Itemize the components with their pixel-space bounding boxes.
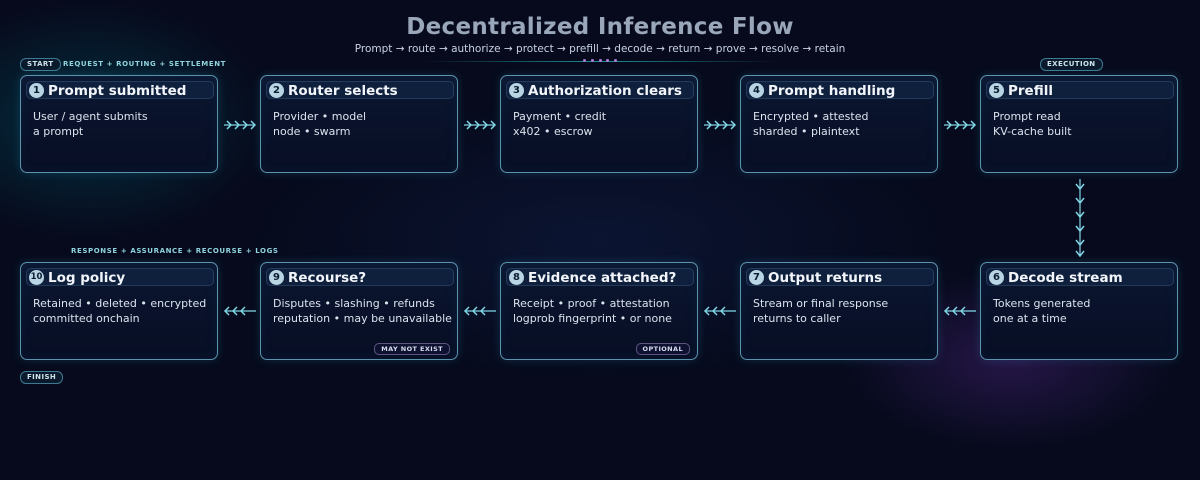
- arrow-right-icon: [944, 120, 977, 130]
- step-number-badge: 4: [749, 83, 764, 98]
- step-number-badge: 8: [509, 270, 524, 285]
- description-line: Receipt • proof • attestation: [513, 297, 670, 310]
- card-header: [266, 268, 454, 286]
- step-title: Prefill: [1008, 83, 1053, 99]
- description-line: committed onchain: [33, 312, 140, 325]
- page-subtitle: Prompt → route → authorize → protect → p…: [354, 43, 846, 55]
- arrow-left-icon: [223, 306, 256, 316]
- step-card-prefill: 5 Prefill Prompt read KV-cache built: [980, 75, 1178, 173]
- step-description: Tokens generated one at a time: [993, 296, 1173, 326]
- step-title: Evidence attached?: [528, 270, 677, 286]
- card-header: [26, 81, 214, 99]
- step-title: Prompt submitted: [48, 83, 187, 99]
- step-number-badge: 1: [29, 83, 44, 98]
- step-description: User / agent submits a prompt: [33, 109, 213, 139]
- description-line: Provider • model: [273, 110, 367, 123]
- description-line: one at a time: [993, 312, 1067, 325]
- description-line: a prompt: [33, 125, 84, 138]
- step-description: Provider • model node • swarm: [273, 109, 453, 139]
- step-card-decode-stream: 6 Decode stream Tokens generated one at …: [980, 262, 1178, 360]
- card-header: [986, 268, 1174, 286]
- step-number-badge: 3: [509, 83, 524, 98]
- card-header: [266, 81, 454, 99]
- step-title: Prompt handling: [768, 83, 896, 99]
- step-description: Disputes • slashing • refunds reputation…: [273, 296, 453, 326]
- step-title: Decode stream: [1008, 270, 1123, 286]
- finish-pill: FINISH: [20, 371, 64, 384]
- step-description: Retained • deleted • encrypted committed…: [33, 296, 213, 326]
- step-card-output-returns: 7 Output returns Stream or final respons…: [740, 262, 938, 360]
- step-card-prompt-handling: 4 Prompt handling Encrypted • attested s…: [740, 75, 938, 173]
- card-header: [746, 268, 934, 286]
- may-not-exist-tag: MAY NOT EXIST: [374, 343, 450, 355]
- step-description: Prompt read KV-cache built: [993, 109, 1173, 139]
- description-line: User / agent submits: [33, 110, 148, 123]
- optional-tag: OPTIONAL: [635, 343, 690, 355]
- arrow-right-icon: [224, 120, 257, 130]
- execution-pill: EXECUTION: [1040, 58, 1103, 71]
- step-description: Payment • credit x402 • escrow: [513, 109, 693, 139]
- step-number-badge: 9: [269, 270, 284, 285]
- step-card-log-policy: 10 Log policy Retained • deleted • encry…: [20, 262, 218, 360]
- step-title: Router selects: [288, 83, 398, 99]
- step-card-router-selects: 2 Router selects Provider • model node •…: [260, 75, 458, 173]
- card-header: [986, 81, 1174, 99]
- step-card-prompt-submitted: 1 Prompt submitted User / agent submits …: [20, 75, 218, 173]
- step-card-recourse: 9 Recourse? Disputes • slashing • refund…: [260, 262, 458, 360]
- card-header: [26, 268, 214, 286]
- step-number-badge: 2: [269, 83, 284, 98]
- title-dots: [583, 58, 617, 64]
- step-description: Stream or final response returns to call…: [753, 296, 933, 326]
- page-title: Decentralized Inference Flow: [406, 14, 794, 40]
- step-title: Output returns: [768, 270, 883, 286]
- arrow-right-icon: [464, 120, 497, 130]
- description-line: Payment • credit: [513, 110, 607, 123]
- start-pill: START: [20, 58, 61, 71]
- arrow-left-icon: [703, 306, 736, 316]
- arrow-down-icon: [1075, 179, 1085, 258]
- arrow-left-icon: [943, 306, 976, 316]
- description-line: Retained • deleted • encrypted: [33, 297, 207, 310]
- description-line: returns to caller: [753, 312, 841, 325]
- step-number-badge: 10: [29, 270, 44, 285]
- card-header: [506, 81, 694, 99]
- section-label-response: RESPONSE + ASSURANCE + RECOURSE + LOGS: [71, 247, 279, 255]
- step-card-evidence-attached: 8 Evidence attached? Receipt • proof • a…: [500, 262, 698, 360]
- description-line: Stream or final response: [753, 297, 889, 310]
- description-line: Disputes • slashing • refunds: [273, 297, 435, 310]
- description-line: Tokens generated: [993, 297, 1091, 310]
- step-title: Log policy: [48, 270, 126, 286]
- step-description: Encrypted • attested sharded • plaintext: [753, 109, 933, 139]
- step-number-badge: 5: [989, 83, 1004, 98]
- description-line: Prompt read: [993, 110, 1061, 123]
- step-number-badge: 6: [989, 270, 1004, 285]
- description-line: reputation • may be unavailable: [273, 312, 452, 325]
- description-line: node • swarm: [273, 125, 351, 138]
- description-line: x402 • escrow: [513, 125, 593, 138]
- step-description: Receipt • proof • attestation logprob fi…: [513, 296, 693, 326]
- step-card-authorization-clears: 3 Authorization clears Payment • credit …: [500, 75, 698, 173]
- step-title: Authorization clears: [528, 83, 682, 99]
- description-line: logprob fingerprint • or none: [513, 312, 672, 325]
- section-label-request: REQUEST + ROUTING + SETTLEMENT: [63, 60, 227, 68]
- arrow-right-icon: [704, 120, 737, 130]
- step-number-badge: 7: [749, 270, 764, 285]
- description-line: Encrypted • attested: [753, 110, 869, 123]
- description-line: sharded • plaintext: [753, 125, 860, 138]
- card-header: [746, 81, 934, 99]
- step-title: Recourse?: [288, 270, 367, 286]
- description-line: KV-cache built: [993, 125, 1072, 138]
- arrow-left-icon: [463, 306, 496, 316]
- card-header: [506, 268, 694, 286]
